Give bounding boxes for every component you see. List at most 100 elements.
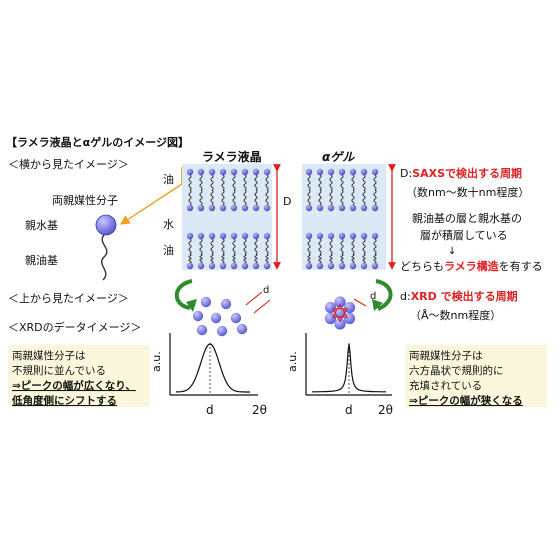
molecule-icon — [95, 214, 117, 281]
lamellar-title: ラメラ液晶 — [202, 149, 262, 164]
lipid-head — [263, 232, 271, 240]
lipid-head — [186, 232, 194, 240]
molecule-top — [236, 323, 248, 335]
lipid-tail — [307, 174, 311, 191]
alpha-gel-title: αゲル — [322, 150, 355, 164]
molecule-name: 両親媒性分子 — [52, 193, 118, 207]
right-box-line3: 充填されている — [409, 379, 482, 392]
xrd-label: ＜XRDのデータイメージ＞ — [8, 320, 141, 334]
lipid-head — [371, 262, 379, 270]
lipid-head — [360, 262, 368, 270]
layer-desc-line1: 親油基の層と親水基の — [412, 211, 522, 225]
lipid-tail — [265, 253, 269, 264]
alpha-d-label: d — [370, 291, 376, 302]
lipid-head — [305, 232, 313, 240]
lipid-head — [219, 262, 227, 270]
lipid-tail — [232, 189, 236, 206]
right-box-line2: 六方晶状で規則的に — [409, 364, 504, 377]
lipid-head — [241, 204, 249, 212]
molecule-top — [192, 310, 204, 322]
lipid-head — [327, 204, 335, 212]
lipid-tail — [210, 238, 214, 255]
lipid-head — [208, 204, 216, 212]
layer-desc-line2: 層が積層している — [420, 228, 508, 242]
side-view-label: ＜横から見たイメージ＞ — [8, 157, 129, 171]
lipid-head — [230, 262, 238, 270]
lipid-head — [371, 204, 379, 212]
lipid-tail — [318, 253, 322, 264]
lipid-tail — [188, 174, 192, 191]
alpha-explanation-box — [405, 345, 547, 407]
lipid-tail — [188, 238, 192, 255]
lamellar-broad-peak — [176, 343, 250, 393]
lipid-tail — [265, 189, 269, 206]
lipophilic-label: 親油基 — [25, 253, 58, 267]
left-box-line3: ⇒ピークの幅が広くなり、 — [12, 379, 136, 392]
lipid-head — [305, 262, 313, 270]
lipid-tail — [243, 253, 247, 264]
lipid-tail — [199, 238, 203, 255]
lipid-tail — [254, 253, 258, 264]
lipid-tail — [210, 174, 214, 191]
lipid-head — [208, 232, 216, 240]
layer-oil-bottom: 油 — [163, 243, 174, 257]
xrd-description: d:XRD で検出する周期 — [400, 289, 518, 303]
lipid-head — [252, 262, 260, 270]
layer-water: 水 — [163, 218, 174, 231]
left-box-line1: 両親媒性分子は — [12, 349, 86, 362]
lipid-tail — [221, 253, 225, 264]
lipid-head — [349, 262, 357, 270]
lipid-tail — [362, 238, 366, 255]
lipid-tail — [362, 174, 366, 191]
lipid-head — [252, 204, 260, 212]
lipid-tail — [221, 189, 225, 206]
lipid-tail — [329, 189, 333, 206]
lipid-head — [252, 232, 260, 240]
lipid-tail — [265, 238, 269, 255]
lipid-head — [197, 232, 205, 240]
lamellar-d-marker-2 — [253, 299, 271, 314]
lipid-head — [219, 232, 227, 240]
alpha-plot-ylabel: a.u. — [286, 351, 299, 372]
lipid-head — [230, 204, 238, 212]
lipid-tail — [232, 238, 236, 255]
lipid-tail — [351, 174, 355, 191]
lipid-head — [349, 168, 357, 176]
lipid-head — [327, 168, 335, 176]
layer-desc-line3: どちらもラメラ構造を有する — [400, 259, 543, 273]
lamellar-plot-ylabel: a.u. — [150, 351, 163, 372]
hexagonal-lattice — [331, 308, 349, 323]
top-view-label: ＜上から見たイメージ＞ — [8, 292, 129, 305]
lipid-head — [197, 204, 205, 212]
lipid-head — [327, 232, 335, 240]
lipid-head — [241, 168, 249, 176]
lipid-tail — [318, 238, 322, 255]
lipid-head — [186, 204, 194, 212]
lipid-tail — [340, 238, 344, 255]
lipid-tail — [373, 189, 377, 206]
lipid-tail — [340, 189, 344, 206]
lipid-tail — [373, 174, 377, 191]
alpha-plot-xlabel: 2θ — [378, 403, 393, 417]
lipid-head — [230, 168, 238, 176]
lipid-head — [316, 204, 324, 212]
alpha-topview-arrow — [375, 279, 393, 311]
lamellar-bilayers — [186, 168, 271, 270]
lamellar-d-marker — [245, 291, 263, 306]
lipid-head — [349, 204, 357, 212]
alpha-xrd-plot: a.u. 2θ d — [286, 333, 393, 417]
lamellar-xrd-plot: a.u. 2θ d — [150, 333, 267, 417]
lipid-tail — [362, 189, 366, 206]
lamellar-D-label: D — [283, 195, 291, 208]
saxs-description: D:SAXSで検出する周期 — [400, 166, 522, 180]
lipid-tail — [318, 189, 322, 206]
lipid-head — [263, 204, 271, 212]
xrd-range: （Å～数nm程度） — [410, 308, 501, 322]
hexagonal-lattice — [331, 303, 349, 318]
lipid-tail — [199, 174, 203, 191]
lamellar-top-view — [192, 296, 248, 337]
lipid-tail — [307, 253, 311, 264]
lipid-head — [360, 204, 368, 212]
lipid-tail — [329, 238, 333, 255]
